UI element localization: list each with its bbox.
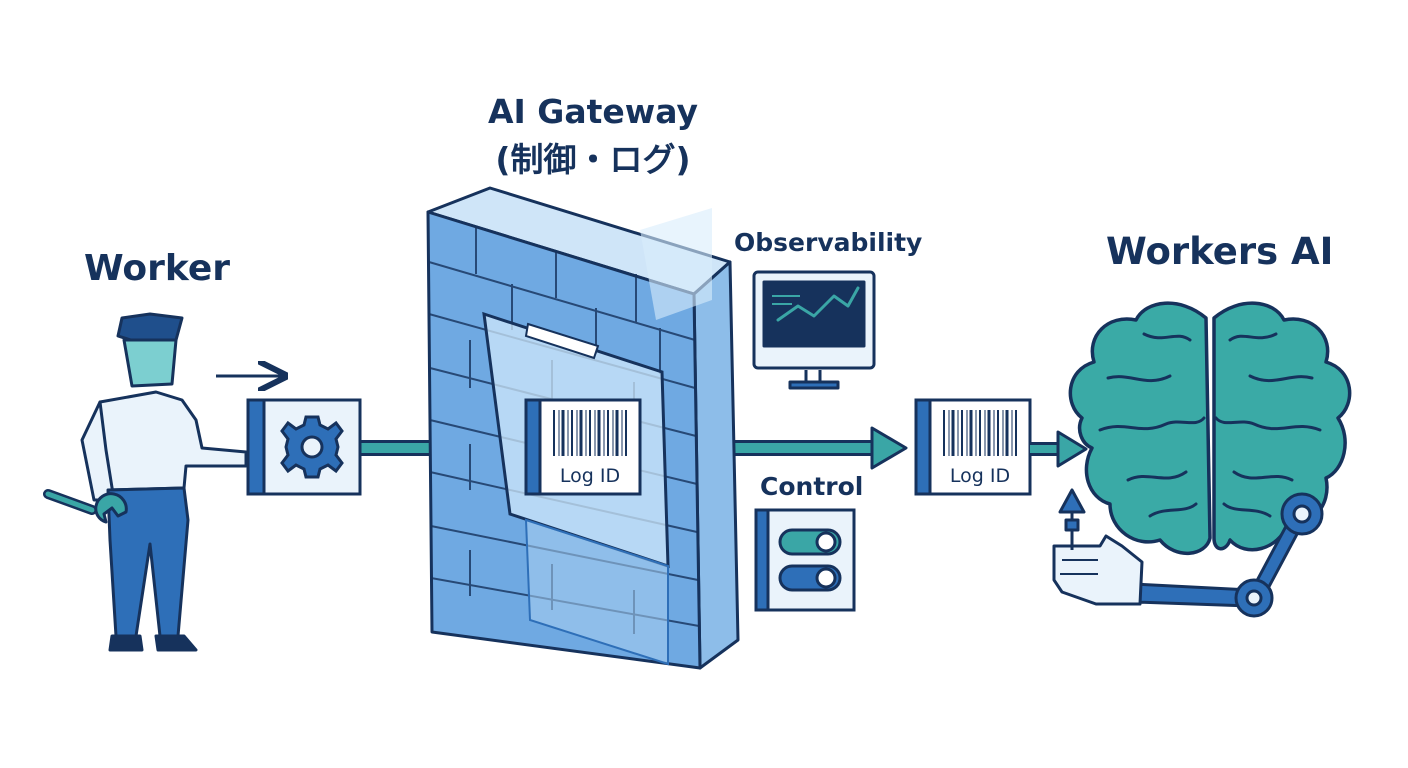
- output-flow-arrow: [1030, 430, 1088, 468]
- barcode-icon: [553, 410, 627, 456]
- brain-icon: [1068, 301, 1352, 556]
- monitor-chart-icon: [752, 270, 876, 390]
- gateway-log-box: Log ID: [524, 398, 642, 496]
- toggle-switches-icon: [754, 508, 856, 612]
- gateway-title: AI Gateway (制御・ログ): [478, 88, 708, 184]
- output-log-box: Log ID: [914, 398, 1032, 496]
- gateway-title-line2: (制御・ログ): [495, 140, 691, 179]
- gateway-log-id-label: Log ID: [560, 465, 620, 487]
- gateway-window: [482, 208, 712, 666]
- gear-icon: [280, 415, 344, 479]
- barcode-icon: [943, 410, 1017, 456]
- worker-figure-icon: [43, 312, 248, 652]
- workers-ai-label: Workers AI: [1106, 230, 1334, 273]
- worker-label: Worker: [84, 248, 231, 289]
- request-gear-box: [246, 398, 362, 496]
- robot-arm-icon: [1052, 488, 1324, 618]
- control-label: Control: [760, 472, 864, 501]
- observability-label: Observability: [734, 228, 923, 257]
- gateway-title-line1: AI Gateway: [487, 92, 699, 131]
- output-log-id-label: Log ID: [950, 465, 1010, 487]
